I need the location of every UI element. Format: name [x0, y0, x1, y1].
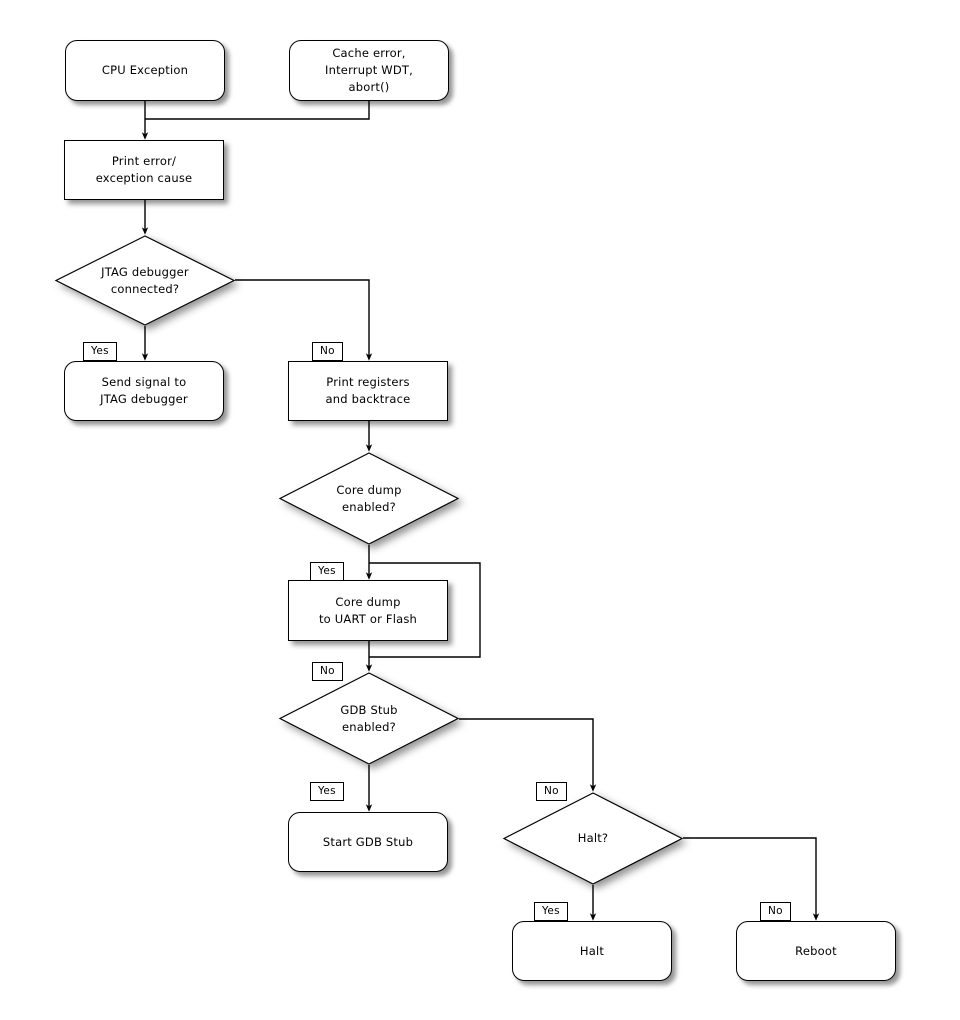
diamond-shape	[502, 792, 684, 885]
node-start-gdb-stub[interactable]: Start GDB Stub	[288, 812, 448, 872]
edge-label-jtag-yes: Yes	[83, 342, 117, 361]
edge-cache-to-merge	[145, 101, 370, 120]
node-reboot[interactable]: Reboot	[736, 921, 896, 981]
edge-halt-no	[683, 837, 820, 921]
node-print-error[interactable]: Print error/ exception cause	[64, 140, 224, 200]
node-send-signal-to-jtag-debugger[interactable]: Send signal to JTAG debugger	[64, 361, 224, 421]
node-print-registers[interactable]: Print registers and backtrace	[288, 361, 448, 421]
edge-label-halt-yes: Yes	[534, 902, 568, 921]
node-label: Print registers and backtrace	[325, 375, 411, 406]
node-label: Cache error, Interrupt WDT, abort()	[325, 46, 413, 94]
decision-jtag-debugger-connected[interactable]: JTAG debugger connected?	[54, 235, 236, 326]
edge-label-coredump-yes: Yes	[310, 562, 344, 581]
node-core-dump-to-uart-or-flash[interactable]: Core dump to UART or Flash	[288, 580, 448, 641]
node-cache-error[interactable]: Cache error, Interrupt WDT, abort()	[289, 40, 449, 101]
decision-halt[interactable]: Halt?	[502, 792, 684, 885]
node-label: Reboot	[795, 943, 837, 958]
diamond-shape	[54, 235, 236, 326]
edge-label-jtag-no: No	[312, 342, 343, 361]
node-label: Start GDB Stub	[322, 834, 414, 849]
node-label: Send signal to JTAG debugger	[100, 375, 188, 406]
edge-label-gdbstub-no: No	[536, 782, 567, 801]
edge-label-halt-no: No	[760, 902, 791, 921]
node-label: Print error/ exception cause	[95, 154, 193, 185]
edge-gdbstub-no	[459, 718, 597, 792]
edge-label-gdbstub-yes: Yes	[310, 782, 344, 801]
node-cpu-exception[interactable]: CPU Exception	[65, 40, 225, 101]
decision-gdb-stub-enabled[interactable]: GDB Stub enabled?	[278, 672, 460, 765]
node-halt[interactable]: Halt	[512, 921, 672, 981]
diamond-shape	[278, 672, 460, 765]
decision-core-dump-enabled[interactable]: Core dump enabled?	[278, 452, 460, 545]
edge-jtag-no	[235, 279, 373, 361]
edge-label-coredump-no: No	[312, 662, 343, 681]
diamond-shape	[278, 452, 460, 545]
node-label: Halt	[579, 943, 605, 958]
node-label: Core dump to UART or Flash	[318, 594, 418, 626]
node-label: CPU Exception	[101, 63, 189, 77]
